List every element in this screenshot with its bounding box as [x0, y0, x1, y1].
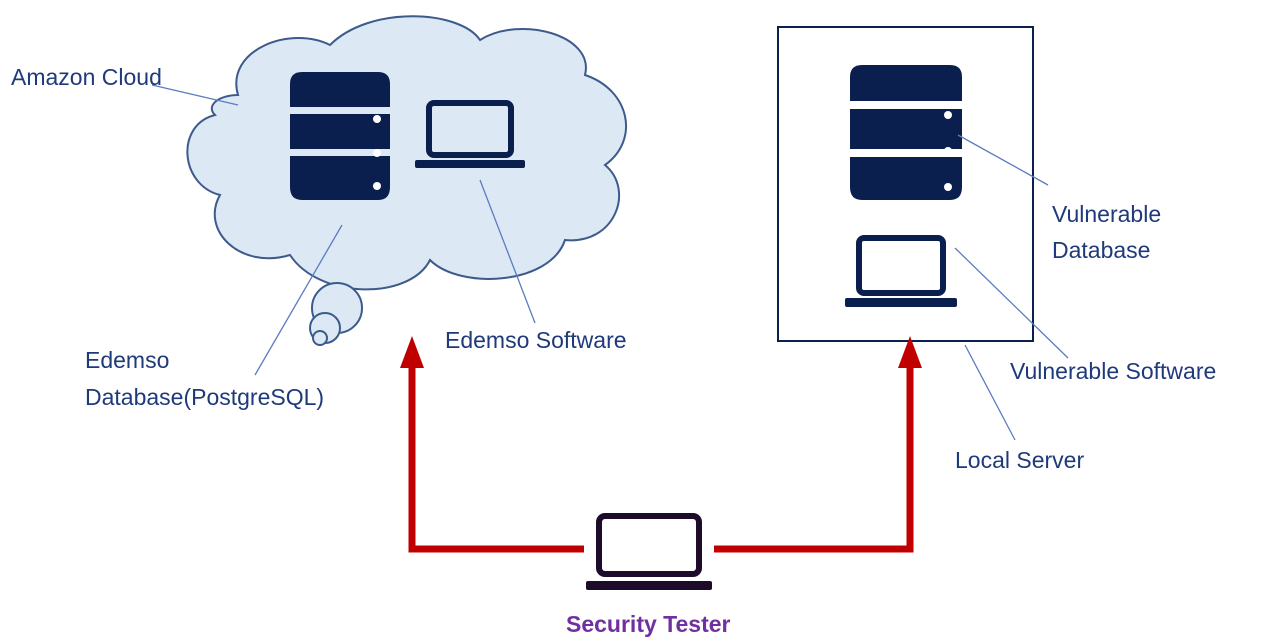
label-local-server: Local Server [955, 447, 1085, 473]
cloud-body [186, 15, 628, 291]
laptop-icon [415, 100, 525, 168]
database-server-icon [290, 72, 390, 200]
local-server-leader [964, 344, 1016, 441]
label-security-tester: Security Tester [566, 611, 731, 637]
amazon-cloud-leader [151, 84, 239, 106]
database-server-icon [850, 65, 962, 200]
label-vulnerable-software: Vulnerable Software [1010, 358, 1217, 384]
laptop-icon [586, 513, 712, 590]
label-vulnerable-database-line2: Database [1052, 237, 1151, 263]
cloud-bubble-small [312, 330, 328, 346]
label-edemso-software: Edemso Software [445, 327, 627, 353]
label-vulnerable-database-line1: Vulnerable [1052, 201, 1162, 227]
label-edemso-database-line1: Edemso [85, 347, 170, 373]
amazon-cloud-shape [186, 15, 628, 346]
arrow-to-cloud [400, 336, 584, 553]
arrow-to-local-server [714, 336, 922, 553]
vulnerable-database-leader [957, 134, 1049, 186]
vulnerable-software-leader [954, 247, 1069, 359]
label-amazon-cloud: Amazon Cloud [11, 64, 162, 90]
label-edemso-database-line2: Database(PostgreSQL) [85, 384, 325, 410]
edemso-database-leader [254, 224, 343, 376]
laptop-icon [845, 235, 957, 307]
edemso-software-leader [479, 179, 536, 324]
leader-lines [151, 84, 1069, 441]
